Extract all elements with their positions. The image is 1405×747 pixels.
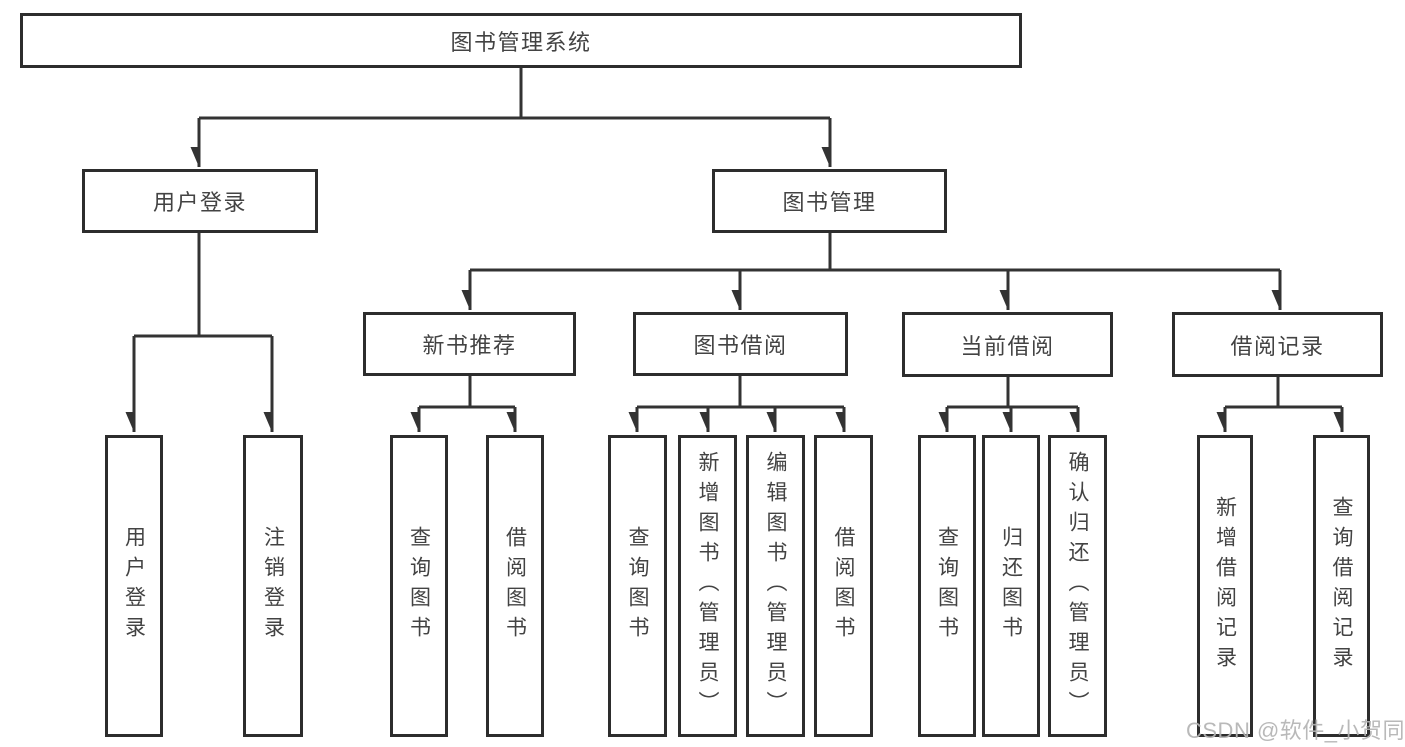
- leaf-rec-borrow-books: 借阅图书: [486, 435, 544, 737]
- leaf-br-query-record: 查询借阅记录: [1313, 435, 1370, 737]
- node-new-book-rec: 新书推荐: [363, 312, 576, 376]
- leaf-br-add-record-label: 新增借阅记录: [1213, 496, 1237, 676]
- leaf-br-query-record-label: 查询借阅记录: [1330, 496, 1353, 676]
- leaf-bb-add-books-label: 新增图书（管理员）: [696, 451, 719, 721]
- leaf-logout: 注销登录: [243, 435, 303, 737]
- csdn-watermark: CSDN @软件_小贺同学: [1186, 718, 1405, 743]
- node-current-borrow: 当前借阅: [902, 312, 1113, 377]
- leaf-bb-borrow-books-label: 借阅图书: [832, 526, 855, 646]
- leaf-bb-edit-books: 编辑图书（管理员）: [746, 435, 805, 737]
- node-root-label: 图书管理系统: [450, 29, 592, 55]
- node-borrow-record-label: 借阅记录: [1230, 333, 1325, 359]
- leaf-bb-borrow-books: 借阅图书: [814, 435, 873, 737]
- leaf-bb-query-books-label: 查询图书: [626, 526, 649, 646]
- leaf-bb-query-books: 查询图书: [608, 435, 667, 737]
- leaf-cb-return-books-label: 归还图书: [999, 526, 1023, 646]
- node-book-borrow-label: 图书借阅: [693, 333, 788, 358]
- leaf-logout-label: 注销登录: [261, 526, 285, 646]
- leaf-cb-confirm-return-label: 确认归还（管理员）: [1066, 451, 1089, 721]
- node-user-login: 用户登录: [82, 169, 318, 233]
- node-new-book-rec-label: 新书推荐: [422, 333, 517, 358]
- node-root: 图书管理系统: [20, 13, 1022, 68]
- leaf-cb-confirm-return: 确认归还（管理员）: [1048, 435, 1107, 737]
- leaf-cb-query-books-label: 查询图书: [935, 526, 959, 646]
- leaf-br-add-record: 新增借阅记录: [1197, 435, 1253, 737]
- node-current-borrow-label: 当前借阅: [960, 333, 1055, 359]
- node-book-mgmt-label: 图书管理: [782, 190, 877, 215]
- leaf-cb-query-books: 查询图书: [918, 435, 976, 737]
- leaf-bb-edit-books-label: 编辑图书（管理员）: [764, 451, 787, 721]
- leaf-rec-borrow-books-label: 借阅图书: [503, 526, 527, 646]
- node-book-borrow: 图书借阅: [633, 312, 848, 376]
- leaf-user-login-label: 用户登录: [122, 526, 146, 646]
- node-book-mgmt: 图书管理: [712, 169, 947, 233]
- connector-group: [134, 68, 1344, 432]
- leaf-rec-query-books: 查询图书: [390, 435, 448, 737]
- leaf-rec-query-books-label: 查询图书: [407, 526, 431, 646]
- node-user-login-label: 用户登录: [152, 190, 247, 215]
- node-borrow-record: 借阅记录: [1172, 312, 1383, 377]
- leaf-user-login: 用户登录: [105, 435, 163, 737]
- leaf-cb-return-books: 归还图书: [982, 435, 1040, 737]
- leaf-bb-add-books: 新增图书（管理员）: [678, 435, 737, 737]
